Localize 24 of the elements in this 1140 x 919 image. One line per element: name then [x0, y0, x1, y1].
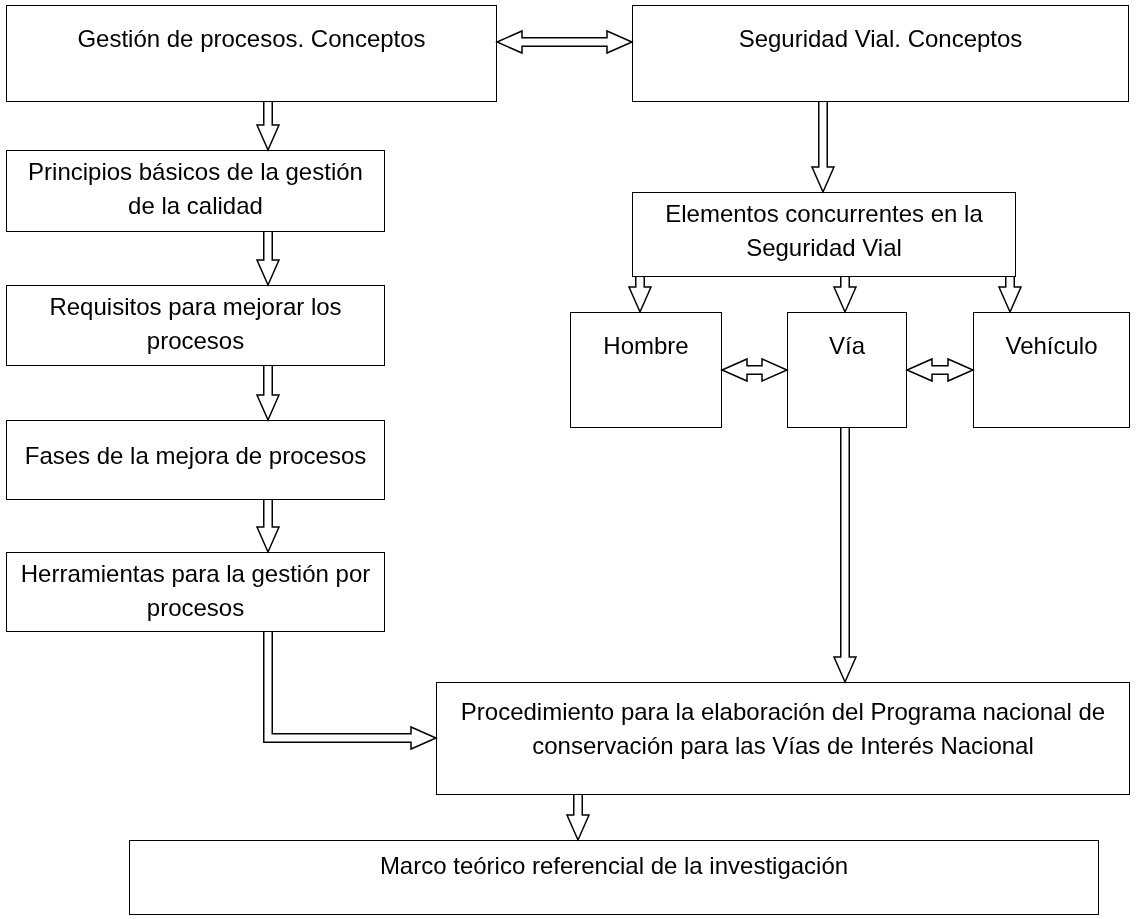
process-box	[129, 840, 1099, 915]
process-box	[973, 312, 1130, 428]
process-box	[6, 285, 385, 366]
box-label: Elementos concurrentes en la Seguridad Vial	[664, 199, 984, 263]
box-label: Procedimiento para la elaboración del Programa nacional de conservación para las Vías de Interés Nacional	[459, 697, 1107, 761]
process-box	[6, 150, 385, 232]
box-label: Requisitos para mejorar los procesos	[48, 292, 343, 356]
box-label: Vehículo	[1005, 331, 1098, 361]
process-box	[632, 5, 1129, 102]
process-box	[6, 552, 385, 632]
process-box	[6, 5, 497, 102]
process-box	[570, 312, 722, 428]
process-box	[787, 312, 907, 428]
box-label: Fases de la mejora de procesos	[24, 441, 367, 471]
box-label: Marco teórico referencial de la investigación	[379, 851, 849, 881]
box-label: Hombre	[603, 331, 689, 361]
box-label: Gestión de procesos. Conceptos	[77, 24, 426, 54]
process-box	[632, 192, 1016, 277]
process-box	[6, 420, 385, 500]
box-label: Vía	[829, 331, 865, 361]
box-label: Principios básicos de la gestión de la calidad	[27, 157, 364, 221]
box-label: Herramientas para la gestión por procesos	[19, 559, 372, 623]
box-label: Seguridad Vial. Conceptos	[738, 24, 1023, 54]
process-box	[436, 682, 1130, 795]
